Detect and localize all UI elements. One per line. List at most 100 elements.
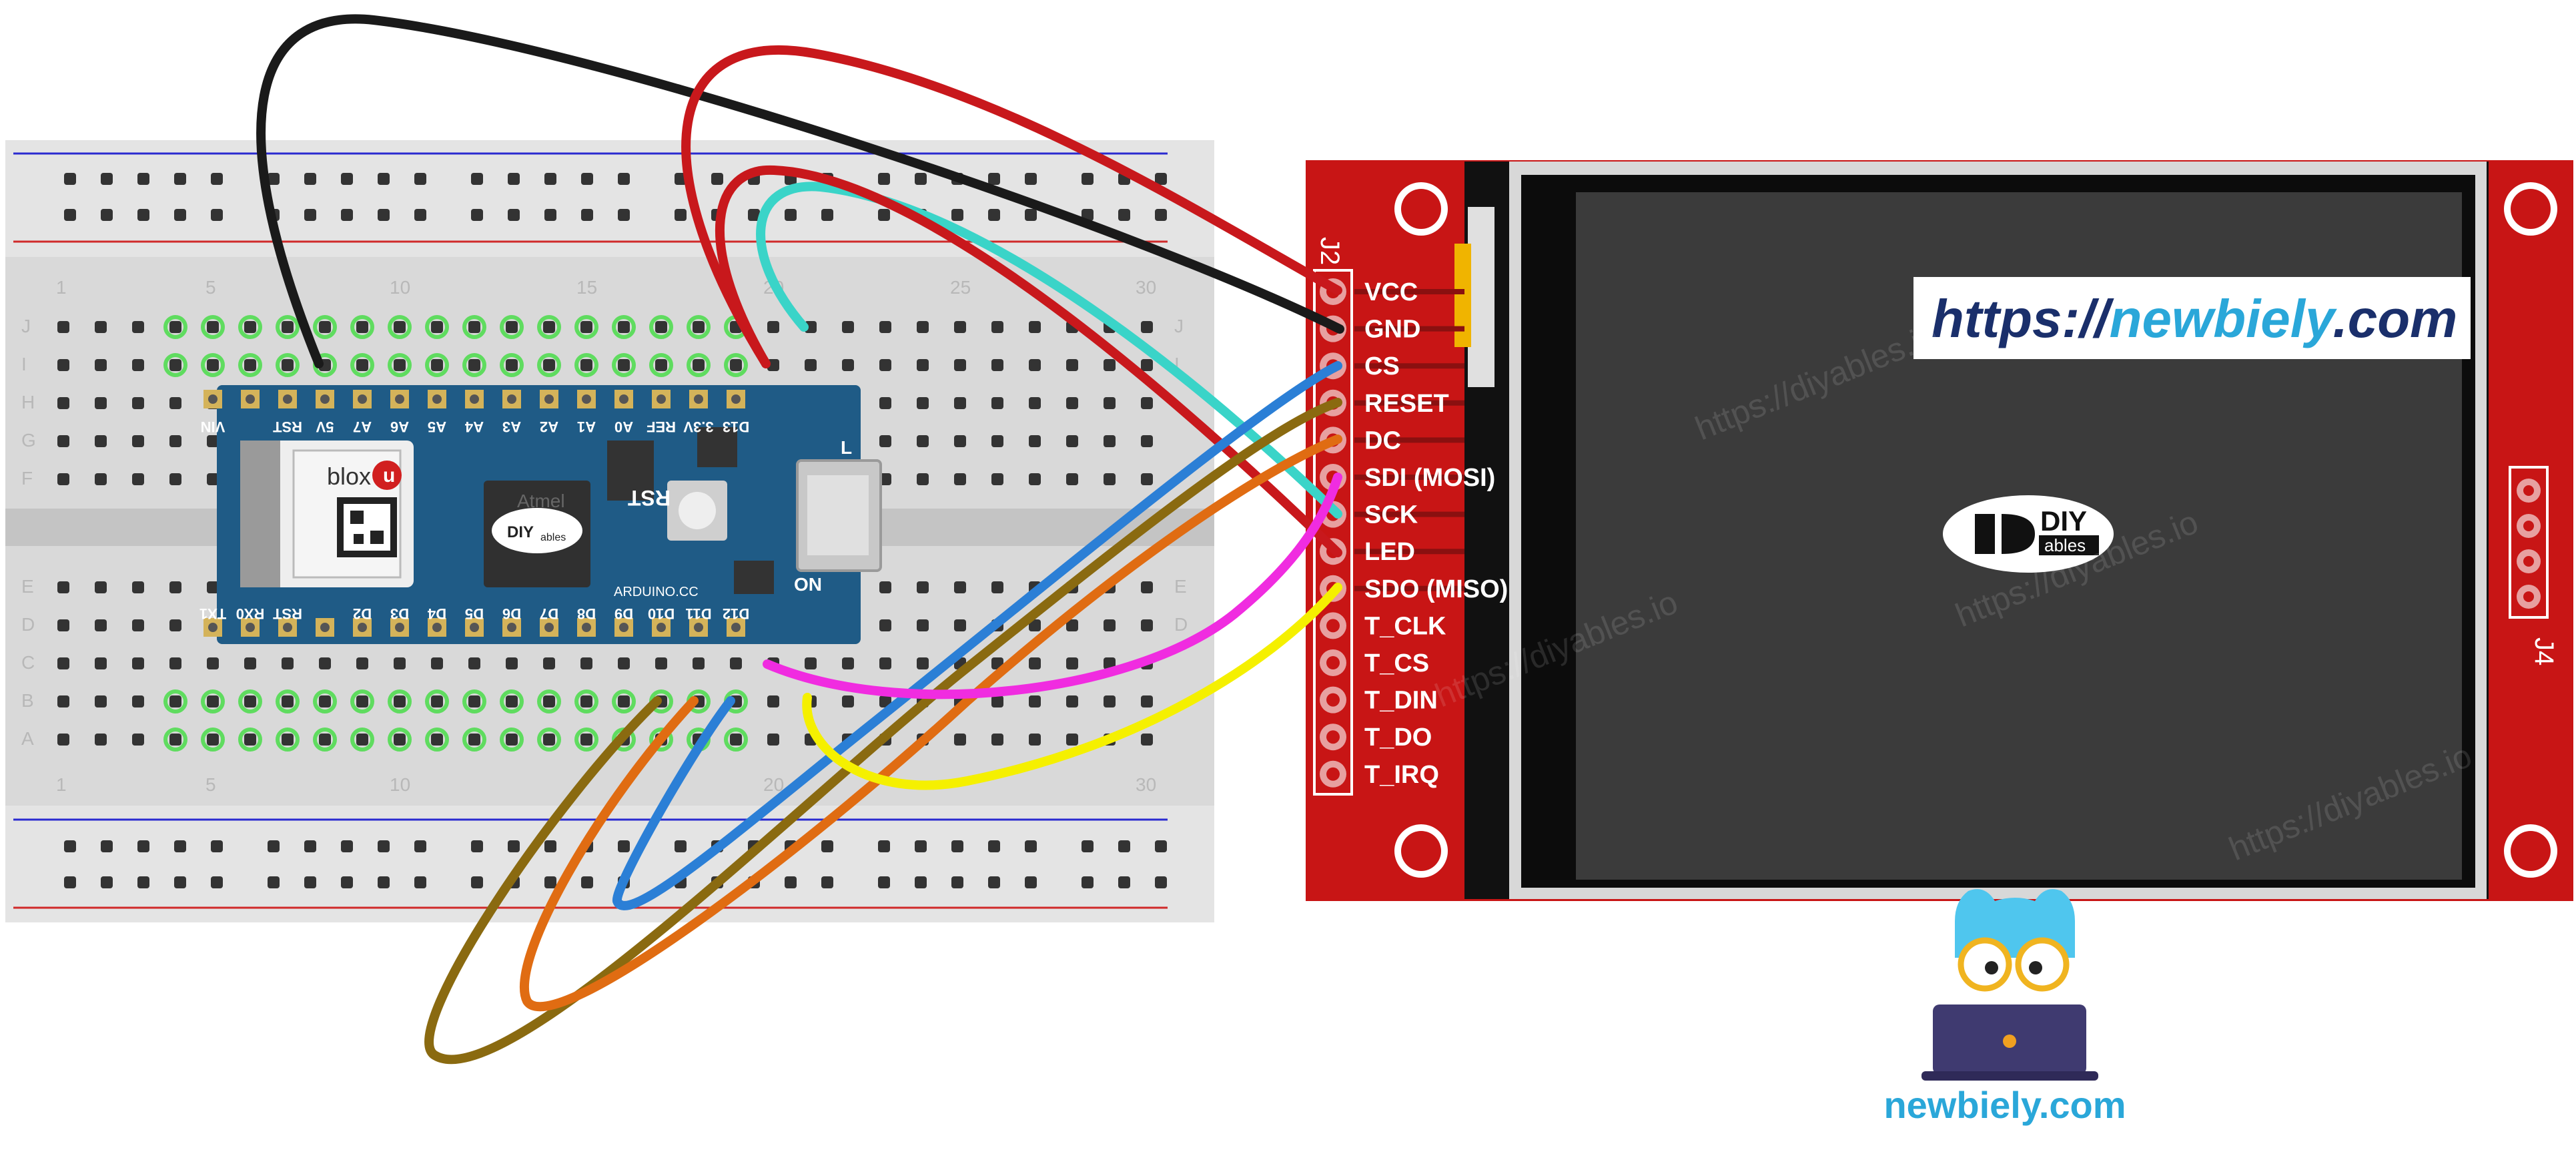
breadboard-hole [101, 876, 113, 888]
breadboard-hole [730, 657, 742, 669]
breadboard-hole [879, 473, 891, 485]
breadboard-hole [132, 695, 144, 707]
breadboard-hole [341, 173, 353, 185]
breadboard-hole [1029, 657, 1041, 669]
connected-hole [574, 728, 598, 752]
header-pin-hole [544, 623, 554, 632]
breadboard-hole [244, 321, 256, 333]
arduino-pin-label: D13 [723, 418, 749, 435]
arduino-pin-label: RST [272, 605, 302, 622]
site-label: ARDUINO.CC [614, 585, 699, 599]
breadboard-hole [915, 876, 927, 888]
display-pin-label: LED [1364, 538, 1415, 566]
breadboard-hole [64, 173, 76, 185]
breadboard-hole [207, 734, 219, 746]
connected-hole [462, 315, 486, 339]
breadboard-hole [169, 734, 181, 746]
connected-hole [537, 353, 561, 377]
wire-sdi [763, 473, 1342, 699]
display-pin-label: SDO (MISO) [1364, 575, 1508, 603]
connected-hole [649, 353, 673, 377]
header-pin-hole [694, 394, 703, 404]
breadboard-hole [1029, 321, 1041, 333]
breadboard-hole [341, 209, 353, 221]
breadboard-hole [95, 435, 107, 447]
row-letter: G [21, 430, 36, 451]
center-logo-top: DIY [2040, 505, 2087, 537]
row-letter: B [21, 690, 34, 711]
row-letter: I [21, 354, 27, 374]
breadboard-hole [917, 397, 929, 409]
breadboard-hole [95, 397, 107, 409]
breadboard-hole [132, 619, 144, 631]
connected-hole [163, 353, 187, 377]
breadboard-hole [101, 173, 113, 185]
breadboard-hole [282, 359, 294, 371]
breadboard-hole [988, 173, 1000, 185]
breadboard-hole [581, 876, 593, 888]
breadboard-hole [356, 321, 368, 333]
breadboard-hole [954, 473, 966, 485]
display-pin-hole [1326, 767, 1340, 781]
breadboard-hole [169, 397, 181, 409]
breadboard-hole [917, 657, 929, 669]
arduino-pin-label: A0 [614, 418, 633, 435]
breadboard-hole [1066, 734, 1078, 746]
breadboard-hole [137, 876, 149, 888]
breadboard-hole [954, 359, 966, 371]
row-letter: J [21, 316, 31, 336]
breadboard-hole [988, 840, 1000, 852]
breadboard-hole [1141, 581, 1153, 593]
breadboard-hole [282, 734, 294, 746]
header-pin-hole [358, 623, 367, 632]
breadboard-hole [842, 657, 854, 669]
breadboard-hole [57, 734, 69, 746]
breadboard-hole [693, 321, 705, 333]
breadboard-hole [282, 695, 294, 707]
breadboard-hole [207, 435, 219, 447]
breadboard-hole [618, 321, 630, 333]
breadboard-hole [268, 876, 280, 888]
breadboard-hole [57, 473, 69, 485]
breadboard-hole [468, 359, 480, 371]
connected-hole [276, 353, 300, 377]
breadboard-hole [951, 209, 963, 221]
breadboard-hole [1082, 840, 1094, 852]
connected-hole [163, 728, 187, 752]
header-pin-hole [470, 394, 479, 404]
breadboard-hole [917, 435, 929, 447]
breadboard-hole [57, 581, 69, 593]
header-pin-hole [432, 394, 442, 404]
breadboard-hole [1104, 435, 1116, 447]
row-letter: D [1174, 614, 1188, 635]
breadboard-hole [618, 359, 630, 371]
wire-gnd [256, 14, 1344, 368]
breadboard-hole [95, 581, 107, 593]
breadboard-hole [1066, 435, 1078, 447]
j2-header-label: J2 [1315, 237, 1344, 265]
breadboard-hole [169, 359, 181, 371]
connected-hole [574, 315, 598, 339]
breadboard-hole [506, 359, 518, 371]
breadboard-hole [917, 321, 929, 333]
connected-hole [687, 315, 711, 339]
display-pin-label: DC [1364, 426, 1401, 455]
arduino-pin-label: RX0 [236, 605, 265, 622]
column-number: 30 [1136, 277, 1156, 298]
display-pin-label: CS [1364, 352, 1400, 380]
arduino-pin-label: D11 [685, 605, 711, 622]
connected-hole [313, 689, 337, 713]
breadboard-hole [543, 734, 555, 746]
connected-hole [313, 728, 337, 752]
breadboard-hole [471, 209, 483, 221]
breadboard-hole [618, 657, 630, 669]
breadboard-hole [414, 840, 426, 852]
breadboard-hole [174, 876, 186, 888]
connected-hole [537, 728, 561, 752]
connected-hole [238, 315, 262, 339]
header-pin-hole [208, 623, 218, 632]
breadboard-hole [879, 619, 891, 631]
connected-hole [276, 689, 300, 713]
breadboard-hole [95, 473, 107, 485]
